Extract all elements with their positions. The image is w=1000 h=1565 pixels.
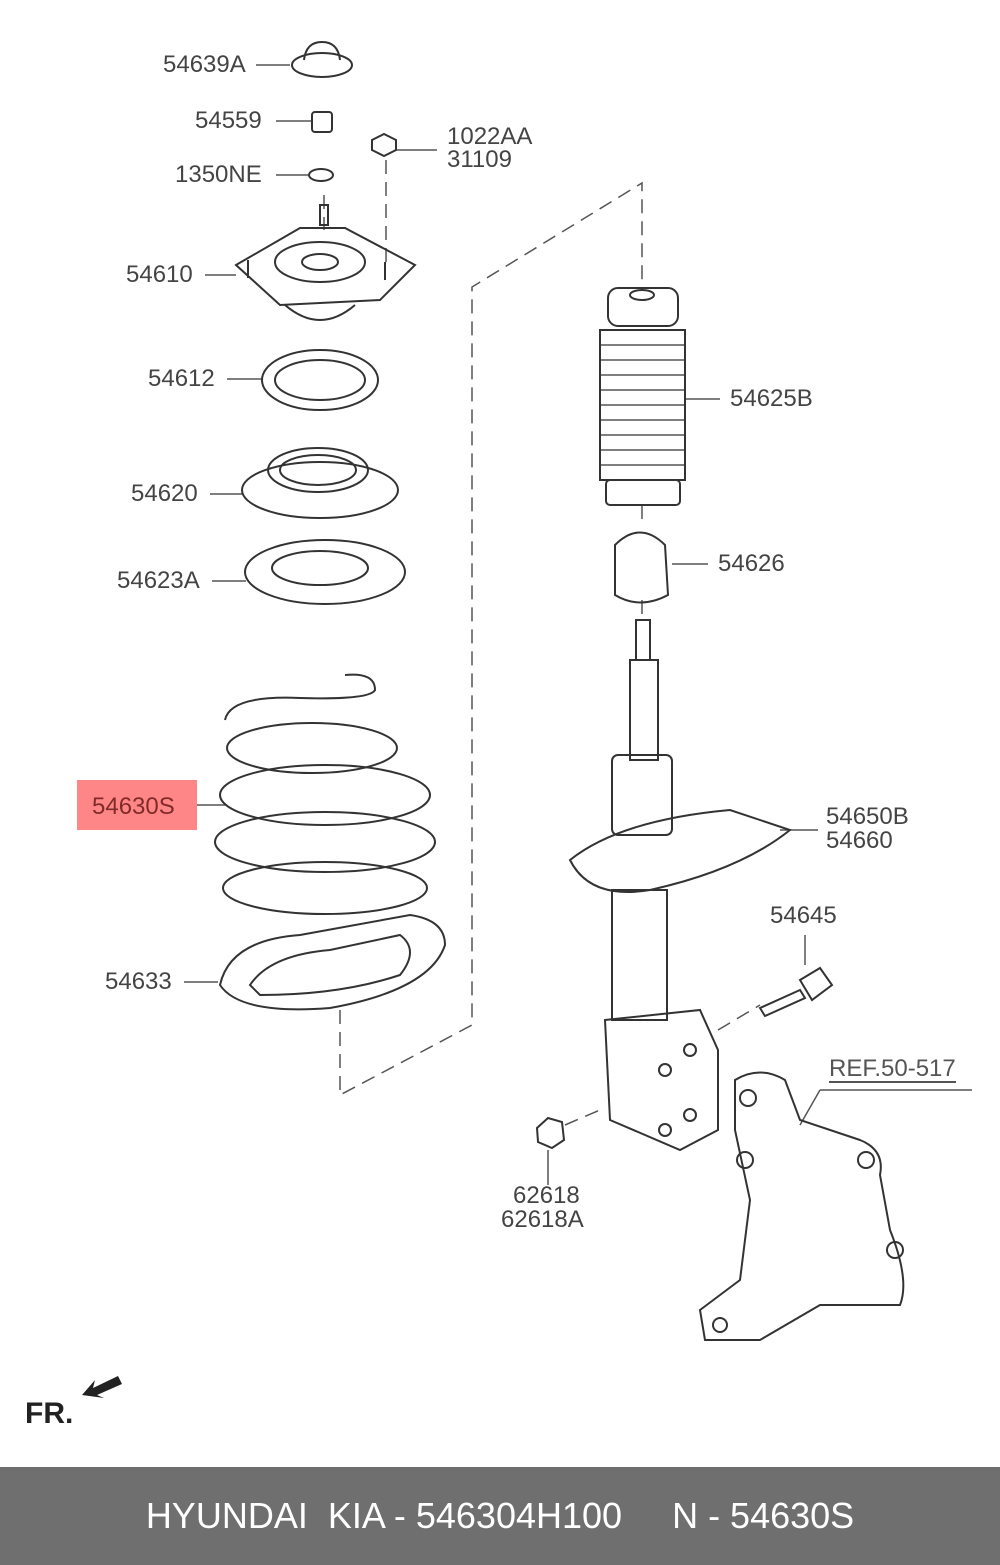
part-label-54645[interactable]: 54645 [770,902,837,929]
highlighted-part-54630S[interactable]: 54630S [77,780,197,830]
part-label-62618A[interactable]: 62618A [501,1206,584,1233]
suspension-diagram [82,40,972,1398]
part-label-54633[interactable]: 54633 [105,968,172,995]
part-label-54620[interactable]: 54620 [131,480,198,507]
part-label-54612[interactable]: 54612 [148,365,215,392]
part-label-54559[interactable]: 54559 [195,107,262,134]
part-label-54660[interactable]: 54660 [826,827,893,854]
part-label-54610[interactable]: 54610 [126,261,193,288]
part-label-31109[interactable]: 31109 [447,146,512,173]
assembly-dashed-lines [323,160,761,1126]
footer-bar: HYUNDAI KIA - 546304H100 N - 54630S [0,1467,1000,1565]
leader-lines [184,64,972,1185]
part-label-54630S: 54630S [92,793,175,820]
part-label-1022AA[interactable]: 1022AA [447,123,533,150]
footer-part-number: HYUNDAI KIA - 546304H100 N - 54630S [145,1495,855,1536]
part-label-54639A[interactable]: 54639A [163,51,246,78]
part-label-62618[interactable]: 62618 [513,1182,580,1209]
front-arrow-icon [82,1376,122,1398]
reference-label[interactable]: REF.50-517 [829,1055,956,1083]
front-marker-label: FR. [25,1397,74,1430]
part-label-54650B[interactable]: 54650B [826,803,909,830]
part-label-54625B[interactable]: 54625B [730,385,813,412]
part-label-54623A[interactable]: 54623A [117,567,200,594]
part-label-1350NE[interactable]: 1350NE [175,161,262,188]
part-label-54626[interactable]: 54626 [718,550,785,577]
